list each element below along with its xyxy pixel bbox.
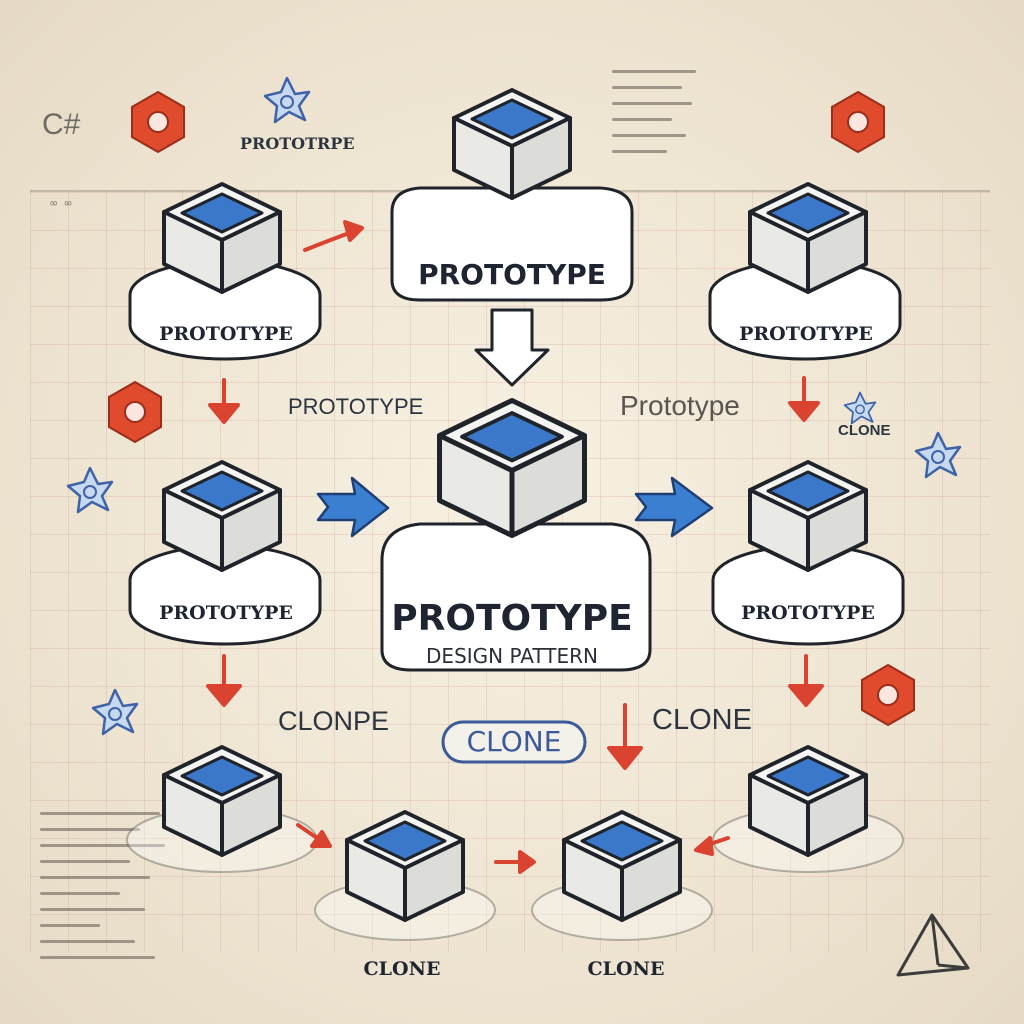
red-arrow-bottom-3 [694,836,730,856]
hexagon-icon [131,91,185,153]
node-label-right-mid: PROTOTYPE [741,602,875,624]
red-arrow-top-left [303,220,364,252]
center-subtitle: DESIGN PATTERN [426,644,598,668]
bottom-label-clone-b: CLONE [587,958,665,980]
blue-arrow-left [316,476,390,538]
code-lines-top-right [612,70,702,166]
flower-icon [843,391,877,425]
center-title: PROTOTYPE [391,598,633,639]
free-label-prototype-right: Prototype [620,390,740,421]
grid-header-dots: ∞ ∞ [50,196,72,210]
corner-label: PROTOTRPE [240,134,355,153]
hexagon-icon [108,381,162,443]
free-label-clone-right: CLONE [652,704,752,736]
node-label-left-upper: PROTOTYPE [159,323,293,345]
bottom-label-clone-a: CLONE [363,958,441,980]
free-label-clonpe: CLONPE [278,706,390,736]
platform-top-center [390,186,634,302]
cube-center [440,401,585,536]
clone-badge-label: CLONE [466,725,562,758]
red-arrow-left-down-1 [208,378,240,424]
flower-icon [66,466,114,514]
red-arrow-bottom-1 [296,823,332,848]
hexagon-icon [861,664,915,726]
blue-arrow-right [634,476,714,538]
language-tag: C# [42,108,81,141]
node-label-right-upper: PROTOTYPE [739,323,873,345]
clone-badge-box [441,720,587,764]
red-arrow-bottom-2 [494,850,536,874]
platform-center [380,522,652,672]
free-label-prototype-left: PROTOTYPE [288,394,424,419]
hexagon-icon [831,91,885,153]
flower-icon [263,76,311,124]
top-prototype-label: PROTOTYPE [418,258,606,291]
flower-icon [914,431,962,479]
red-arrow-right-down-2 [788,654,824,707]
red-arrow-right-down-1 [788,376,820,422]
triangle-icon [896,913,970,977]
cube-top-center [452,88,572,200]
red-arrow-center-down [607,703,643,770]
code-lines-bottom-left [40,812,170,972]
free-label-clone-small: CLONE [838,422,891,439]
flower-icon [91,688,139,736]
arrow-down-white [474,308,550,387]
red-arrow-left-down-2 [206,654,242,707]
node-label-left-mid: PROTOTYPE [159,602,293,624]
